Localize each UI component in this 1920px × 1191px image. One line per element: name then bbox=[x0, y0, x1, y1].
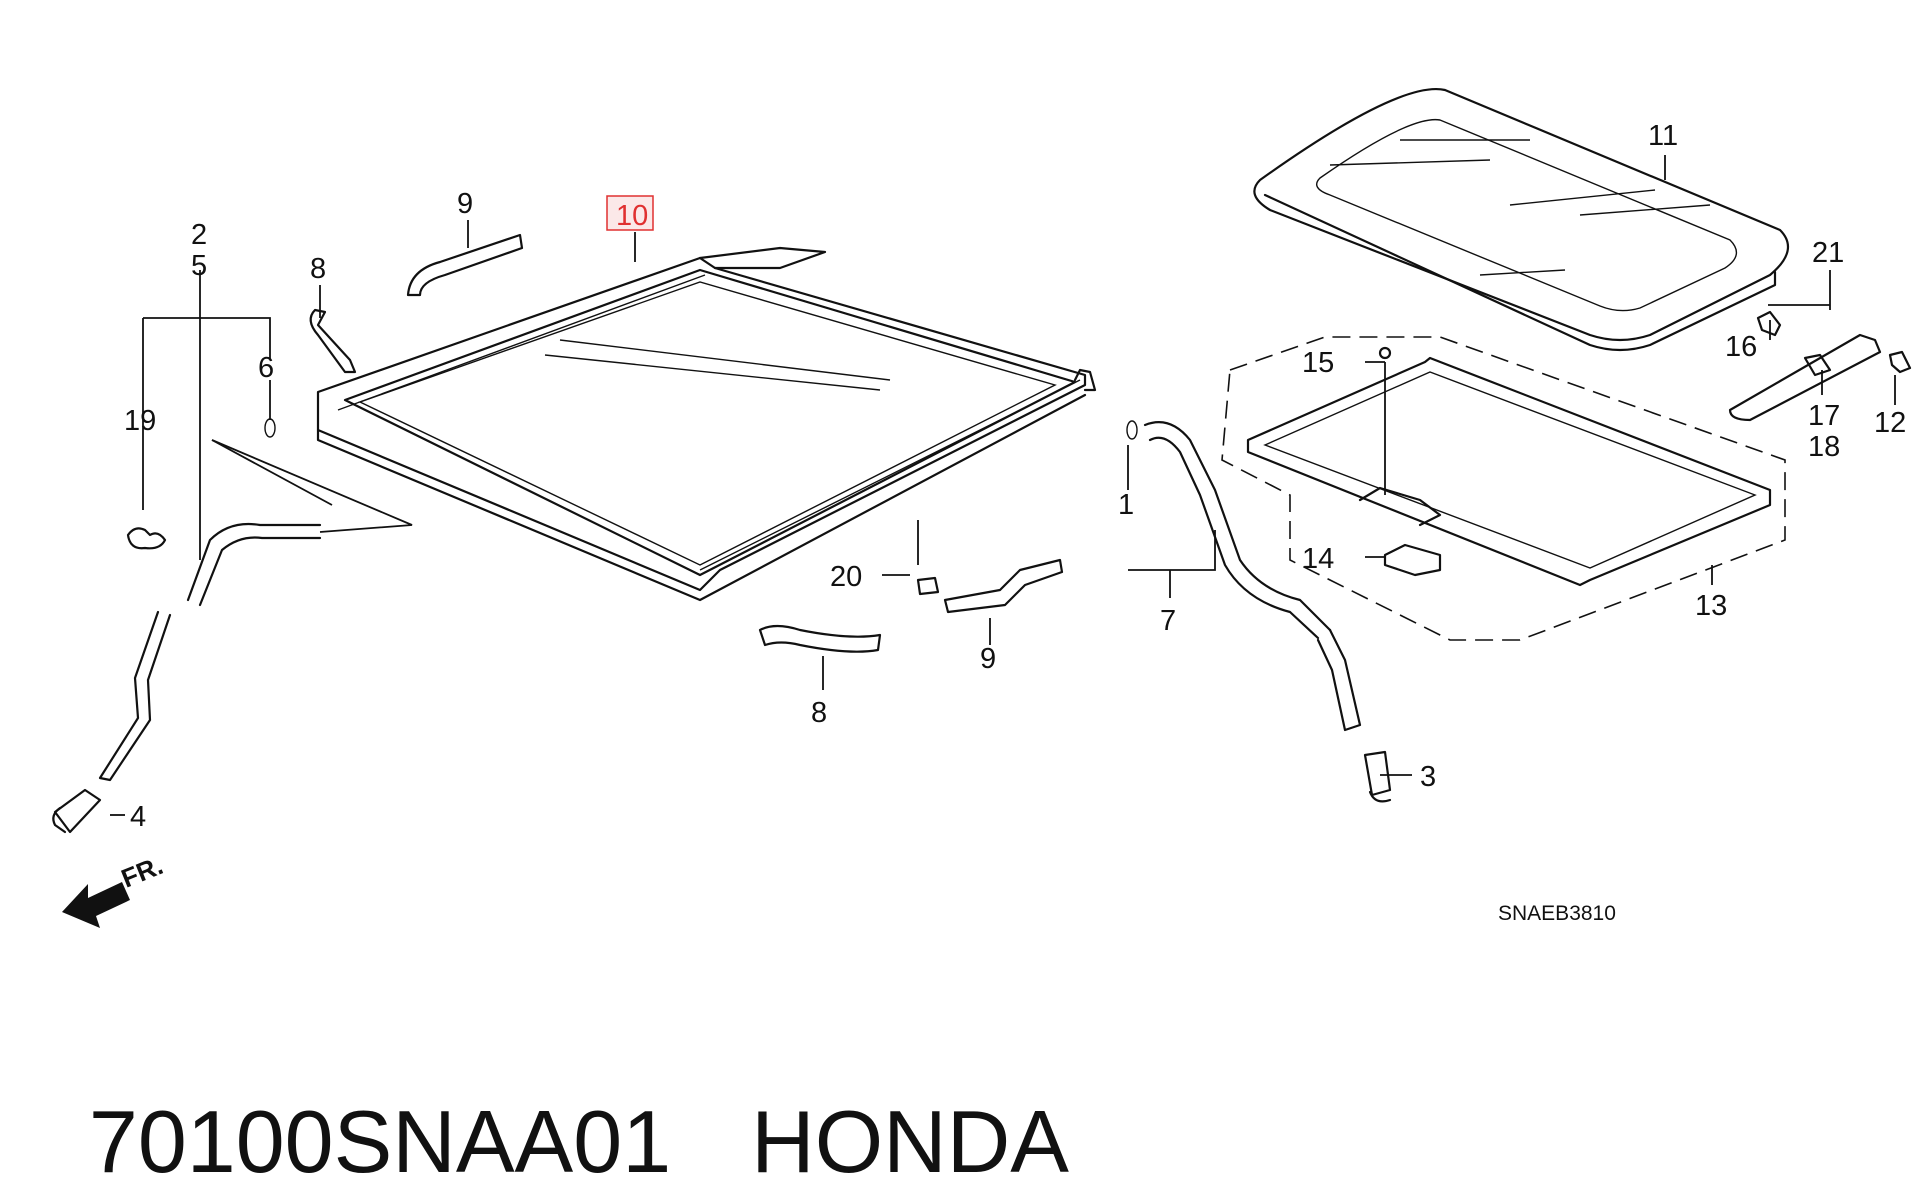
callout-7[interactable]: 7 bbox=[1160, 605, 1176, 637]
diagram-code: SNAEB3810 bbox=[1498, 902, 1616, 925]
callout-8-bottom[interactable]: 8 bbox=[811, 697, 827, 729]
callout-15[interactable]: 15 bbox=[1302, 347, 1334, 379]
front-indicator-label: FR. bbox=[117, 850, 167, 894]
sunroof-frame bbox=[316, 246, 1097, 602]
callout-3[interactable]: 3 bbox=[1420, 761, 1436, 793]
small-fittings bbox=[126, 310, 1912, 596]
callout-9-bottom[interactable]: 9 bbox=[980, 643, 996, 675]
leader-lines bbox=[110, 155, 1896, 816]
callout-16[interactable]: 16 bbox=[1725, 331, 1757, 363]
callout-21[interactable]: 21 bbox=[1812, 237, 1844, 269]
callout-4[interactable]: 4 bbox=[130, 801, 146, 833]
sunroof-parts-diagram: FR. 2 5 6 19 8 9 10 4 20 8 9 1 7 3 15 14… bbox=[52, 88, 1912, 928]
callout-17[interactable]: 17 bbox=[1808, 400, 1840, 432]
highlight-box bbox=[606, 195, 654, 231]
callout-6[interactable]: 6 bbox=[258, 352, 274, 384]
callout-14[interactable]: 14 bbox=[1302, 543, 1334, 575]
callout-20[interactable]: 20 bbox=[830, 561, 862, 593]
brand-name: HONDA bbox=[751, 1092, 1069, 1191]
part-number: 70100SNAA01 bbox=[88, 1092, 672, 1191]
callout-18[interactable]: 18 bbox=[1808, 431, 1840, 463]
callout-9-top[interactable]: 9 bbox=[457, 188, 473, 220]
drain-hose-front-left bbox=[52, 522, 322, 834]
callout-11[interactable]: 11 bbox=[1648, 120, 1678, 152]
callout-8-top[interactable]: 8 bbox=[310, 253, 326, 285]
callout-1[interactable]: 1 bbox=[1118, 489, 1134, 521]
small-hoses bbox=[309, 233, 1064, 653]
callout-labels: 2 5 6 19 8 9 10 4 20 8 9 1 7 3 15 14 13 … bbox=[124, 120, 1906, 833]
callout-13[interactable]: 13 bbox=[1695, 590, 1727, 622]
callout-10[interactable]: 10 bbox=[616, 200, 648, 232]
callout-19[interactable]: 19 bbox=[124, 405, 156, 437]
drain-hose-front-right bbox=[1143, 421, 1392, 803]
callout-12[interactable]: 12 bbox=[1874, 407, 1906, 439]
callout-5[interactable]: 5 bbox=[191, 250, 207, 282]
front-direction-arrow: FR. bbox=[62, 850, 167, 928]
sunshade-assembly bbox=[1221, 336, 1786, 641]
sunroof-glass bbox=[1253, 88, 1790, 352]
callout-2[interactable]: 2 bbox=[191, 219, 207, 251]
